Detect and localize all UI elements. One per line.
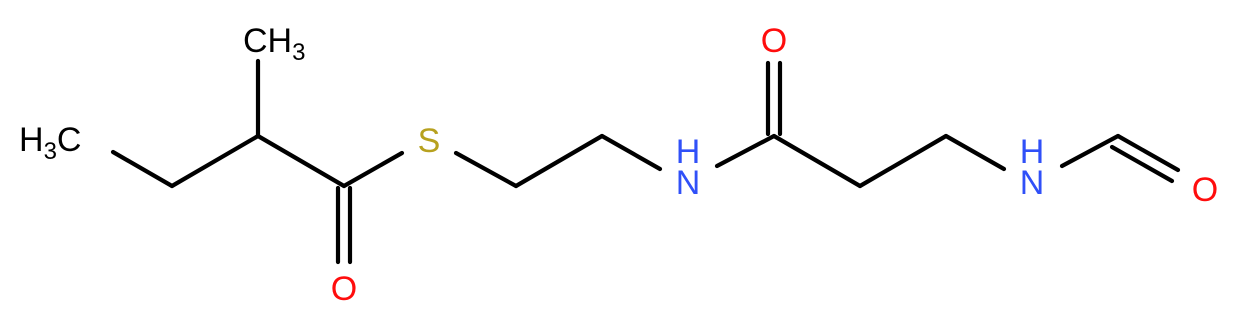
- bond-s-ch2: [453, 150, 519, 189]
- bond-formyl-o-2: [1109, 144, 1175, 184]
- sulfur-label: S: [418, 122, 441, 160]
- bond-ch2-ch2: [513, 133, 605, 189]
- bond-ch-carbonyl: [255, 133, 347, 189]
- bonds: [110, 58, 1181, 265]
- bond-ch2-ch2-right: [857, 133, 949, 189]
- nitrogen-right-label: N: [1020, 164, 1045, 202]
- oxygen-right-label: O: [1192, 171, 1218, 209]
- hydrogen-middle-label: H: [676, 133, 701, 171]
- bond-amide-ch2: [771, 133, 863, 189]
- oxygen-top-label: O: [761, 22, 787, 60]
- atom-labels: CH3 H3C S O N H O N H O: [19, 22, 1218, 308]
- bond-nh-formyl: [1059, 133, 1121, 169]
- hydrogen-right-label: H: [1020, 133, 1045, 171]
- nitrogen-middle-label: N: [676, 164, 701, 202]
- oxygen-bottom-label: O: [331, 270, 357, 308]
- bond-nh-amide: [714, 133, 777, 169]
- bond-ch2-nh-right: [943, 133, 1007, 172]
- bond-formyl-o-1: [1115, 133, 1181, 173]
- methyl-left-label: H3C: [19, 121, 81, 165]
- bond-ch3-ch2: [110, 149, 175, 189]
- bond-carbonyl-s: [341, 150, 405, 189]
- bond-ch2-ch: [169, 133, 261, 189]
- bond-ch2-nh: [599, 133, 663, 172]
- methyl-top-label: CH3: [243, 22, 305, 66]
